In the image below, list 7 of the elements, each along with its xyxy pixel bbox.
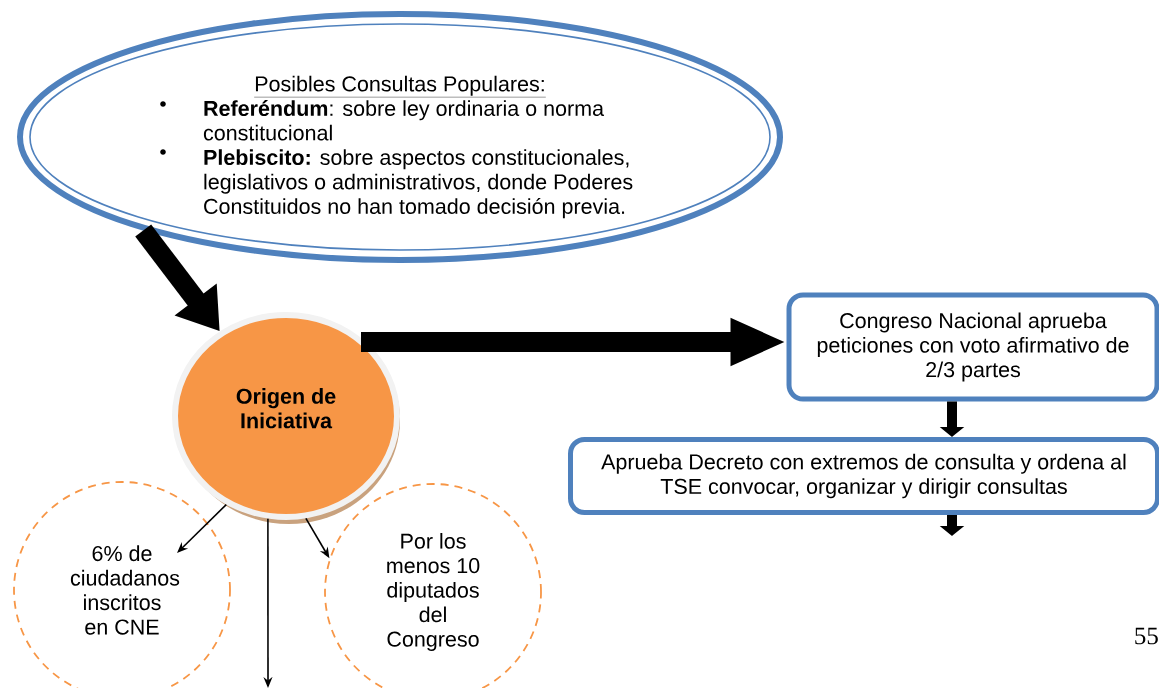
rounded-box: Congreso Nacional aprueba peticiones con voto afirmativo de 2/3 partes xyxy=(786,292,1159,402)
rounded-box: Aprueba Decreto con extremos de consulta y ordena al TSE convocar, organizar y dirigir consultas xyxy=(568,437,1159,515)
page-number: 55 xyxy=(1135,627,1158,645)
arrow xyxy=(177,503,228,553)
ellipse xyxy=(17,11,783,263)
list-item: Plebiscito: sobre aspectos constitucionales, legislativos o administrativos, donde Poderes Constituidos no han tomado decisión previa. xyxy=(204,149,633,219)
heading: Posibles Consultas Populares: xyxy=(254,75,546,98)
